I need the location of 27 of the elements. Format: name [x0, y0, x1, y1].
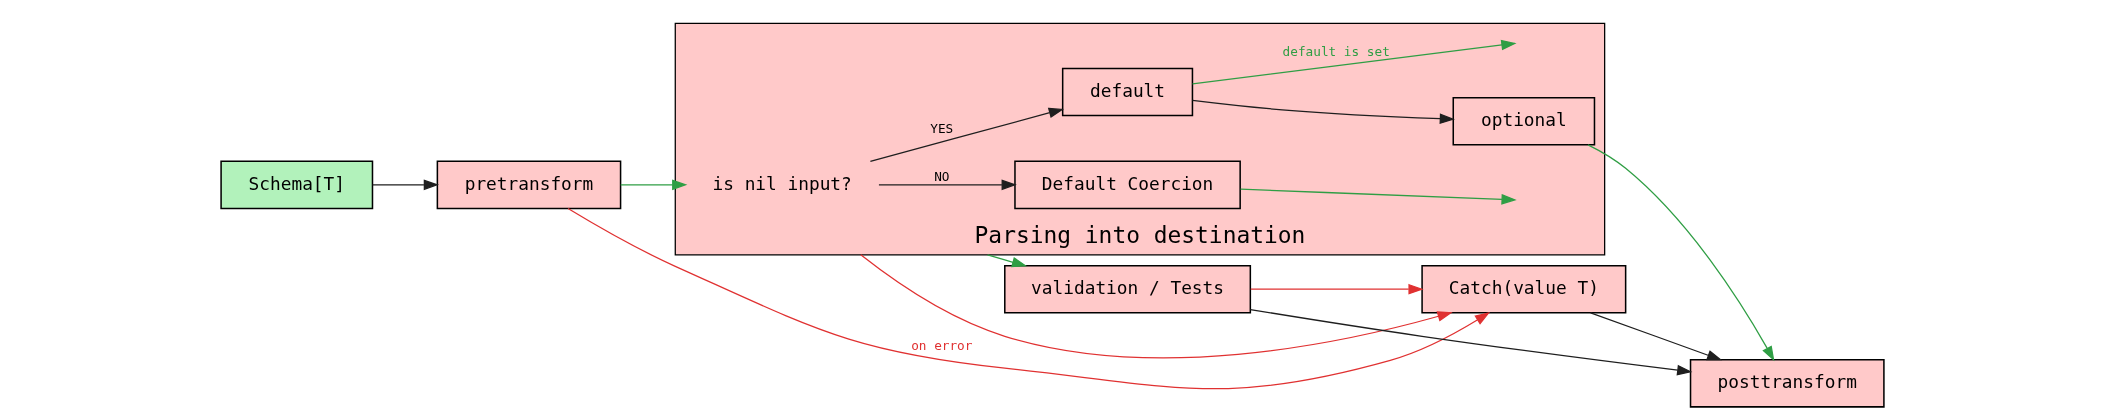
- edge-label: default is set: [1282, 44, 1390, 60]
- arrow: [860, 254, 1453, 359]
- node-box: optional: [1452, 96, 1596, 146]
- arrow: [1587, 144, 1775, 362]
- node-box: posttransform: [1689, 359, 1885, 408]
- arrow: [1239, 188, 1517, 205]
- edge-label: YES: [930, 120, 954, 136]
- arrow: [567, 207, 1491, 390]
- node-text: is nil input?: [712, 172, 852, 194]
- node-box: Default Coercion: [1014, 160, 1241, 210]
- arrow: [620, 179, 688, 191]
- arrow: [878, 179, 1017, 191]
- edge-label: NO: [934, 169, 950, 185]
- node-box: pretransform: [436, 160, 622, 210]
- arrow: [1590, 312, 1723, 361]
- node-box: Schema[T]: [220, 160, 374, 210]
- arrow: [1249, 308, 1693, 376]
- arrow: [869, 107, 1064, 162]
- arrow: [986, 254, 1028, 268]
- node-box: validation / Tests: [1004, 264, 1252, 314]
- node-box: default: [1061, 67, 1194, 117]
- arrow: [1191, 99, 1455, 125]
- arrow: [1191, 39, 1517, 85]
- node-box: Catch(value T): [1421, 264, 1627, 314]
- arrow: [371, 179, 439, 191]
- arrow: [1250, 283, 1424, 295]
- edge-label: on error: [911, 338, 973, 354]
